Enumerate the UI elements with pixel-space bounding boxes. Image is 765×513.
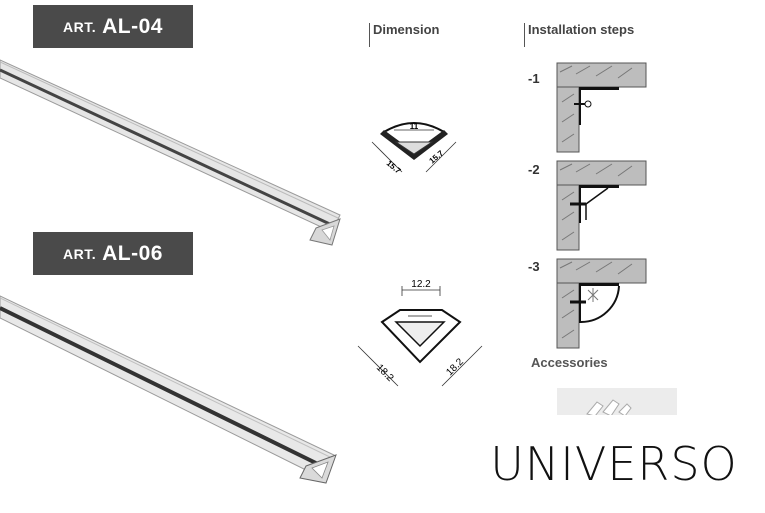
dim-top-label: 12.2	[411, 279, 431, 290]
installation-step-2-drawing	[556, 160, 647, 251]
step-label-1: -1	[528, 71, 540, 86]
dimension-drawing-al-06: 12.2 18.2 18.2	[357, 279, 483, 387]
dimension-heading: Dimension	[369, 23, 439, 47]
badge-code: AL-06	[102, 241, 163, 265]
accessories-image	[557, 388, 677, 418]
badge-code: AL-04	[102, 14, 163, 38]
badge-prefix: ART.	[63, 245, 97, 262]
badge-prefix: ART.	[63, 18, 97, 35]
brand-logo: UNIVERSO	[463, 415, 765, 513]
step-label-2: -2	[528, 162, 540, 177]
profile-al-04-icon	[0, 59, 341, 246]
dimension-drawing-al-04: 11 15.7 15.7	[371, 122, 457, 176]
product-badge-al-06: ART. AL-06	[33, 232, 193, 275]
accessories-heading: Accessories	[531, 355, 608, 370]
dim-left-label: 15.7	[385, 159, 403, 176]
installation-steps-heading: Installation steps	[524, 23, 634, 47]
aluminium-profile-images	[0, 59, 341, 484]
profile-al-06-icon	[0, 295, 337, 484]
installation-step-1-drawing	[556, 62, 647, 153]
dim-top-label: 11	[410, 122, 419, 131]
step-label-3: -3	[528, 259, 540, 274]
brand-name: UNIVERSO	[490, 437, 738, 491]
dim-right-label: 18.2	[444, 356, 466, 378]
installation-step-3-drawing	[556, 258, 647, 349]
dim-right-label: 15.7	[428, 148, 446, 165]
product-badge-al-04: ART. AL-04	[33, 5, 193, 48]
